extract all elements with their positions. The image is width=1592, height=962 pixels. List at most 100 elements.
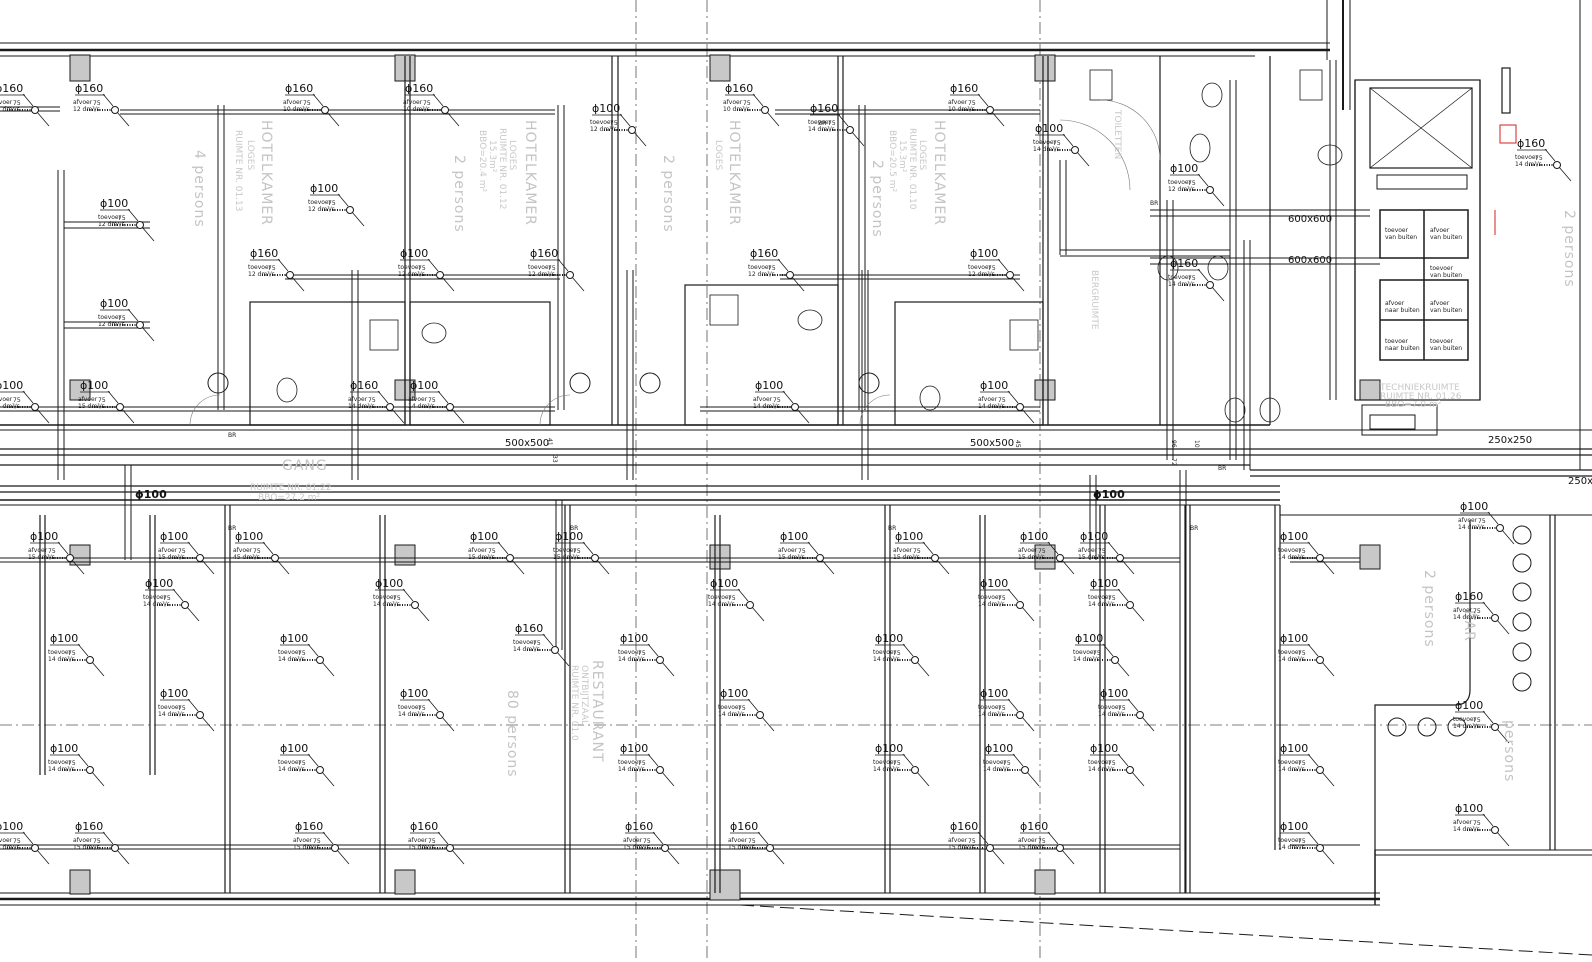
duct-diameter-label: ϕ100: [100, 197, 128, 210]
terminal-flow: 14 dm³/s: [278, 766, 305, 773]
terminal-flow: 12 dm³/s: [248, 271, 275, 278]
leader-line: [1007, 588, 1019, 602]
valve-symbol: [441, 106, 449, 114]
leader-line: [1321, 559, 1335, 575]
valve-symbol: [386, 403, 394, 411]
leader-line: [326, 111, 340, 127]
air-terminal: [307, 844, 339, 852]
leader-line: [1061, 849, 1075, 865]
terminal-type: toevoer: [708, 594, 732, 601]
leader-line: [661, 771, 675, 787]
valve-symbol: [791, 403, 799, 411]
terminal-flow: 15 dm³/s: [728, 844, 755, 851]
leader-line: [187, 541, 199, 555]
leader-line: [751, 606, 765, 622]
terminal-flow: 12 dm³/s: [0, 106, 20, 113]
air-terminal: [1292, 844, 1324, 852]
leader-line: [336, 849, 350, 865]
duct-diameter-label: ϕ160: [1020, 820, 1048, 833]
terminal-flow: 14 dm³/s: [143, 601, 170, 608]
terminal-flow: 10 dm³/s: [283, 106, 310, 113]
duct-diameter-label: ϕ100: [592, 102, 620, 115]
valve-symbol: [436, 271, 444, 279]
leader-line: [1076, 151, 1090, 167]
leader-line: [1496, 728, 1510, 744]
air-terminal: [262, 271, 294, 279]
duct-diameter-label: ϕ160: [250, 247, 278, 260]
leader-line: [851, 131, 865, 147]
terminal-flow: 14 dm³/s: [1098, 711, 1125, 718]
terminal-flow: 15 dm³/s: [158, 554, 185, 561]
valve-symbol: [1056, 844, 1064, 852]
terminal-flow: 12 dm³/s: [590, 126, 617, 133]
duct-br-6: BR: [570, 525, 578, 532]
leader-line: [427, 698, 439, 712]
leader-line: [1321, 849, 1335, 865]
air-terminal: [1472, 524, 1504, 532]
leader-line: [377, 390, 389, 404]
air-terminal: [422, 403, 454, 411]
leader-line: [437, 831, 449, 845]
terminal-size: 75: [1298, 548, 1306, 555]
room-number-hotel-4p: RUIMTE NR. 01.13: [233, 130, 243, 211]
duct-diameter-label: ϕ100: [710, 577, 738, 590]
room-labels: HOTELKAMER LOGES RUIMTE NR. 01.13 4 pers…: [191, 109, 1577, 782]
duct-br-2: BR: [1218, 465, 1226, 472]
terminal-type: toevoer: [1088, 594, 1112, 601]
leader-line: [791, 276, 805, 292]
leader-line: [1307, 643, 1319, 657]
terminal-size: 75: [303, 100, 311, 107]
leader-line: [1307, 541, 1319, 555]
duct-diameter-label: ϕ100: [280, 742, 308, 755]
leader-line: [416, 606, 430, 622]
terminal-flow: 15 dm³/s: [78, 403, 105, 410]
terminal-type: afvoer: [1458, 517, 1478, 524]
valve-symbol: [346, 206, 354, 214]
leader-line: [1141, 716, 1155, 732]
terminal-size: 75: [428, 838, 436, 845]
duct-diameter-label: ϕ100: [720, 687, 748, 700]
room-persons-right-top: 2 persons: [1561, 210, 1577, 288]
terminal-size: 75: [643, 838, 651, 845]
valve-symbol: [1006, 271, 1014, 279]
room-number-hotel-112: RUIMTE NR. 01.12: [497, 128, 507, 209]
valve-symbol: [1316, 554, 1324, 562]
leader-line: [1116, 661, 1130, 677]
valve-symbol: [628, 126, 636, 134]
terminal-size: 75: [163, 595, 171, 602]
duct-diameter-label: ϕ160: [950, 82, 978, 95]
leader-line: [22, 390, 34, 404]
duct-label-250a: 250x250: [1488, 435, 1532, 446]
terminal-flow: 14 dm³/s: [978, 601, 1005, 608]
air-terminal: [1292, 766, 1324, 774]
terminal-size: 75: [298, 650, 306, 657]
valve-symbol: [766, 844, 774, 852]
marker-41: 41: [546, 438, 553, 446]
duct-diameter-label: ϕ160: [1517, 137, 1545, 150]
air-terminal: [62, 656, 94, 664]
lower-partitions: [39, 505, 1556, 893]
duct-diameter-label: ϕ160: [730, 820, 758, 833]
valve-symbol: [846, 126, 854, 134]
duct-diameter-label: ϕ100: [1075, 632, 1103, 645]
terminal-type: toevoer: [528, 264, 552, 271]
duct-diameter-label: ϕ160: [75, 820, 103, 833]
duct-diameter-label: ϕ100: [895, 530, 923, 543]
valve-symbol: [661, 844, 669, 852]
air-terminal: [1182, 281, 1214, 289]
air-terminal: [87, 844, 119, 852]
duct-diameter-label: ϕ160: [810, 102, 838, 115]
right-ducts: [124, 80, 1380, 893]
duct-diameter-label: ϕ160: [725, 82, 753, 95]
terminal-size: 75: [998, 397, 1006, 404]
terminal-type: afvoer: [1453, 819, 1473, 826]
leader-line: [116, 849, 130, 865]
duct-diameter-label: ϕ100: [1170, 162, 1198, 175]
leader-line: [821, 559, 835, 575]
air-terminal: [7, 106, 39, 114]
terminal-size: 75: [548, 265, 556, 272]
terminal-symbols: [7, 106, 1561, 852]
leader-line: [91, 661, 105, 677]
fan-type-label: afvoer: [1430, 227, 1450, 234]
terminal-flow: 14 dm³/s: [398, 711, 425, 718]
